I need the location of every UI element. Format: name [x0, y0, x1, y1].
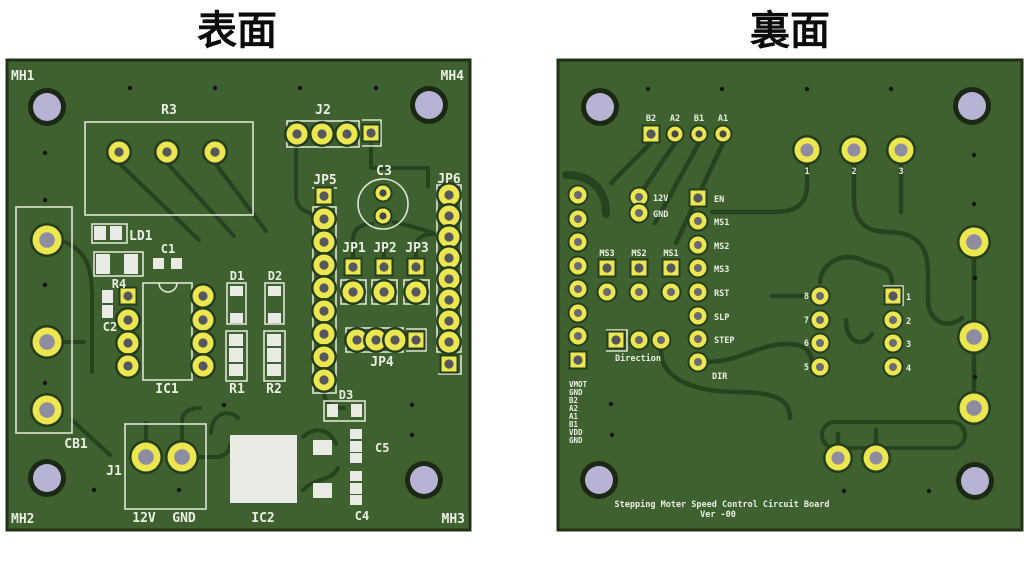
back-pin-num-4: 4: [906, 364, 911, 374]
front-ref-c1: C1: [161, 242, 175, 256]
back-label-a2: A2: [670, 114, 680, 124]
back-label-a1: A1: [718, 114, 728, 124]
r3-pads: [106, 139, 228, 165]
jp6-header-pads: [436, 182, 462, 374]
back-pin-b1: B1: [569, 420, 579, 429]
front-ref-c4: C4: [355, 509, 369, 523]
front-ref-d2: D2: [268, 269, 282, 283]
back-jumper-ms3: MS3: [599, 249, 614, 259]
back-label-slp: SLP: [714, 313, 729, 323]
back-label-step: STEP: [714, 336, 734, 346]
direction-pads: [606, 329, 672, 351]
back-label-12v: 12V: [653, 194, 668, 204]
back-label-b2: B2: [646, 114, 656, 124]
back-label-ms2: MS2: [714, 242, 729, 252]
back-pin-a2: A2: [569, 404, 578, 413]
front-ref-c2: C2: [103, 320, 117, 334]
back-pin-vdd: VDD: [569, 428, 583, 437]
jp1-jp2-jp3-pads: [340, 257, 429, 305]
front-ref-jp1: JP1: [342, 241, 366, 256]
jp5-header-pads: [311, 186, 337, 393]
front-label-mh3: MH3: [442, 512, 465, 527]
front-ref-r1: R1: [229, 382, 245, 397]
back-title: 裏面: [750, 8, 830, 54]
back-pin-vmot: VMOT: [569, 380, 588, 389]
back-pin-num-2: 2: [906, 317, 911, 327]
front-ref-jp6: JP6: [437, 172, 461, 187]
front-ref-jp2: JP2: [373, 241, 396, 256]
front-label-mh4: MH4: [441, 69, 465, 84]
back-label-gnd: GND: [653, 210, 668, 220]
front-ref-r2: R2: [266, 382, 282, 397]
front-ref-d1: D1: [230, 269, 244, 283]
back-pin-num-5: 5: [804, 363, 809, 373]
front-label-12v: 12V: [132, 511, 156, 526]
back-pin-num-8: 8: [804, 292, 809, 302]
back-pin-b2: B2: [569, 396, 578, 405]
jp4-pads: [344, 327, 426, 353]
ic2-body: [230, 435, 297, 503]
front-ref-d3: D3: [339, 388, 353, 402]
back-label-b1: B1: [694, 114, 704, 124]
front-ref-j2: J2: [315, 103, 331, 118]
back-label-rst: RST: [714, 289, 729, 299]
terminal-pads-123: [792, 135, 916, 165]
front-label-mh2: MH2: [11, 512, 34, 527]
front-ref-j1: J1: [106, 464, 122, 479]
back-label-en: EN: [714, 195, 724, 205]
front-ref-ic1: IC1: [155, 382, 179, 397]
back-terminal-1: 1: [804, 167, 809, 177]
back-footer-version: Ver -00: [700, 510, 736, 520]
back-pin-num-7: 7: [804, 316, 809, 326]
front-title: 表面: [197, 8, 277, 54]
front-ref-jp5: JP5: [313, 173, 336, 188]
back-pin-a1: A1: [569, 412, 579, 421]
front-ref-jp4: JP4: [370, 355, 394, 370]
front-ref-c5: C5: [375, 441, 389, 455]
back-label-ms1: MS1: [714, 218, 729, 228]
front-smd-pads: [94, 226, 362, 505]
front-ref-cb1: CB1: [64, 437, 88, 452]
back-label-dir: DIR: [712, 372, 728, 382]
back-pin-num-3: 3: [906, 340, 911, 350]
back-pin-num-6: 6: [804, 339, 809, 349]
front-ref-r3: R3: [161, 103, 177, 118]
front-ref-ic2: IC2: [251, 511, 274, 526]
front-label-mh1: MH1: [11, 69, 35, 84]
back-jumper-ms1: MS1: [663, 249, 678, 259]
back-pin-gnd1: GND: [569, 388, 583, 397]
back-label-direction: Direction: [615, 353, 661, 364]
front-ref-c3: C3: [376, 164, 392, 179]
back-label-ms3: MS3: [714, 265, 729, 275]
front-ref-ld1: LD1: [129, 229, 153, 244]
front-ref-r4: R4: [112, 277, 126, 291]
front-ref-jp3: JP3: [405, 241, 428, 256]
back-silkscreen-outlines: [606, 285, 904, 352]
back-pin-num-1: 1: [906, 293, 911, 303]
back-pin-gnd2: GND: [569, 436, 583, 445]
back-jumper-ms2: MS2: [631, 249, 646, 259]
front-label-gnd: GND: [172, 511, 196, 526]
back-terminal-2: 2: [851, 167, 856, 177]
back-terminal-3: 3: [898, 167, 903, 177]
back-footer-title: Stepping Moter Speed Control Circuit Boa…: [615, 499, 830, 510]
